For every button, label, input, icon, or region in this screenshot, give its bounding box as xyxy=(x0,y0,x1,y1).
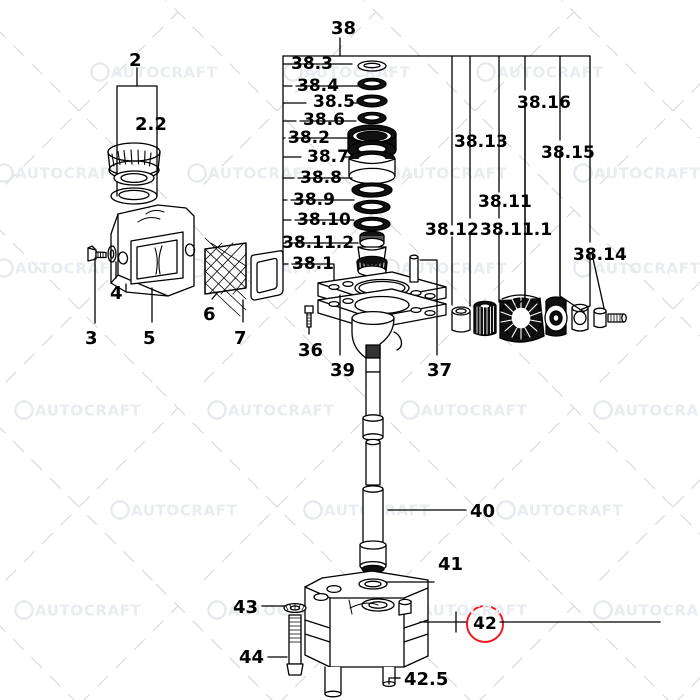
part-bolt-3 xyxy=(87,245,107,262)
part-bolt-36 xyxy=(304,305,314,328)
part-gearbox-top-plate xyxy=(317,254,447,373)
part-washer-43 xyxy=(283,602,307,614)
callout-label-4[interactable]: 4 xyxy=(110,283,123,304)
callout-label-38-7[interactable]: 38.7 xyxy=(307,147,349,167)
callout-label-41[interactable]: 41 xyxy=(438,554,464,575)
part-filler-cap xyxy=(107,142,161,186)
part-roll-pin-37 xyxy=(409,254,419,283)
callout-label-2-2[interactable]: 2.2 xyxy=(135,114,167,135)
callout-label-38[interactable]: 38 xyxy=(331,18,357,39)
callout-label-39[interactable]: 39 xyxy=(330,360,356,381)
callout-label-38-8[interactable]: 38.8 xyxy=(300,168,342,188)
callout-label-38-11-2[interactable]: 38.11.2 xyxy=(282,233,355,253)
callout-label-38-2[interactable]: 38.2 xyxy=(288,128,330,148)
callout-label-37[interactable]: 37 xyxy=(427,360,453,381)
part-bolt-44 xyxy=(286,614,304,676)
callout-label-40[interactable]: 40 xyxy=(470,501,496,522)
part-cap-oring xyxy=(110,187,158,205)
callout-label-38-15[interactable]: 38.15 xyxy=(541,143,595,163)
part-gear-cluster xyxy=(451,294,627,343)
part-race-387 xyxy=(348,150,396,185)
callout-label-38-3[interactable]: 38.3 xyxy=(291,54,333,74)
part-cover-gasket xyxy=(250,250,284,301)
part-pump-body-42 xyxy=(304,570,429,698)
callout-label-38-14[interactable]: 38.14 xyxy=(573,245,627,265)
callout-label-38-16[interactable]: 38.16 xyxy=(517,93,571,113)
callout-label-3[interactable]: 3 xyxy=(85,328,98,349)
part-pinion-381112 xyxy=(356,230,388,277)
callout-label-38-10[interactable]: 38.10 xyxy=(297,210,351,230)
callout-label-38-1[interactable]: 38.1 xyxy=(292,254,334,274)
callout-label-38-13[interactable]: 38.13 xyxy=(454,132,508,152)
callout-label-43[interactable]: 43 xyxy=(233,597,259,618)
callout-label-38-11[interactable]: 38.11 xyxy=(478,192,532,212)
callout-label-42-5[interactable]: 42.5 xyxy=(404,669,449,690)
leader-lines xyxy=(94,37,661,685)
callout-label-38-11-1[interactable]: 38.11.1 xyxy=(480,220,553,240)
callout-label-38-5[interactable]: 38.5 xyxy=(313,92,355,112)
callout-label-38-9[interactable]: 38.9 xyxy=(293,190,335,210)
callout-label-38-12[interactable]: 38.12 xyxy=(425,220,479,240)
part-stack-seals xyxy=(347,60,397,277)
callout-label-44[interactable]: 44 xyxy=(239,647,265,668)
callout-label-7[interactable]: 7 xyxy=(234,328,247,349)
callout-label-36[interactable]: 36 xyxy=(298,340,324,361)
part-filter-element xyxy=(204,237,247,317)
part-pump-housing xyxy=(110,204,196,297)
callout-label-5[interactable]: 5 xyxy=(143,328,156,349)
callout-label-2[interactable]: 2 xyxy=(129,50,142,71)
callout-label-38-4[interactable]: 38.4 xyxy=(297,76,339,96)
callout-label-38-6[interactable]: 38.6 xyxy=(303,110,345,130)
part-washer-4 xyxy=(107,245,117,263)
part-steering-shaft xyxy=(359,371,387,574)
callout-label-6[interactable]: 6 xyxy=(203,304,216,325)
